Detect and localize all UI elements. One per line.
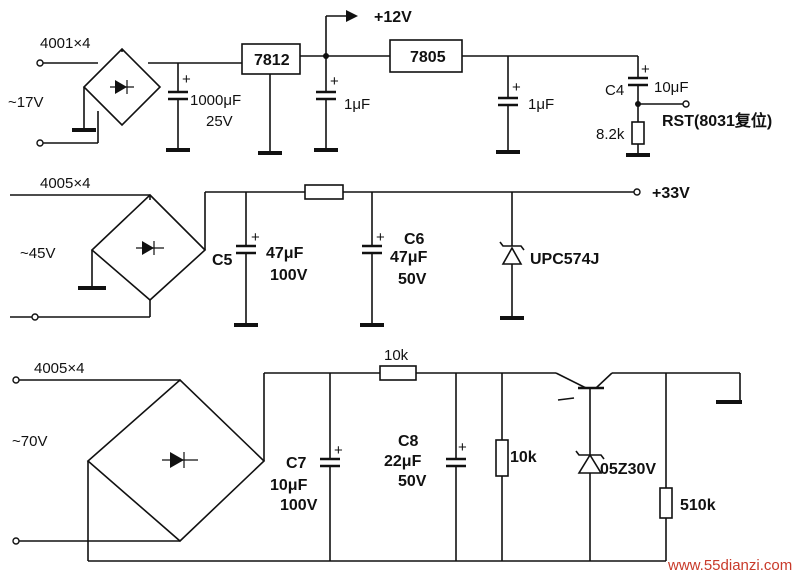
svg-text:+: +: [182, 71, 191, 88]
bridge-rectifier-1: [43, 47, 242, 144]
svg-text:+: +: [512, 79, 521, 96]
shunt-resistor-10k: 10k: [495, 373, 537, 561]
pass-transistor: [555, 372, 742, 455]
cap-1000uf-value: 1000μF: [190, 92, 241, 109]
input-2-label: ~45V: [20, 245, 55, 262]
capacitor-c7: + C7 10μF 100V: [270, 373, 343, 561]
regulator-7812-label: 7812: [254, 52, 290, 69]
svg-text:+: +: [251, 229, 260, 246]
base-resistor-510k-label: 510k: [680, 497, 716, 514]
c8-name: C8: [398, 433, 419, 450]
zener-05z30v: 05Z30V: [575, 450, 656, 561]
input-1-terminal-a: [36, 59, 44, 67]
supply-3: 4005×4 ~70V 10k + C7 10μF 100V: [12, 347, 742, 562]
shunt-resistor-10k-label: 10k: [510, 449, 537, 466]
regulator-7805-label: 7805: [410, 49, 446, 66]
input-1-terminal-b: [36, 139, 44, 147]
regulator-7812: 7812: [241, 43, 301, 155]
zener-upc574j-label: UPC574J: [530, 251, 599, 268]
capacitor-c5: + C5 47μF 100V: [212, 192, 308, 327]
bridge-3-label: 4005×4: [34, 360, 84, 377]
series-resistor-2: [304, 184, 344, 200]
capacitor-c6: + C6 47μF 50V: [360, 192, 428, 327]
base-resistor-510k: 510k: [659, 373, 716, 561]
output-33v-label: +33V: [652, 185, 690, 202]
output-33v-terminal: [633, 188, 641, 196]
bridge-2-label: 4005×4: [40, 175, 90, 192]
bridge-rectifier-2: [78, 192, 207, 317]
cap-1uf-out-value: 1μF: [528, 96, 554, 113]
input-3-label: ~70V: [12, 433, 47, 450]
svg-text:+: +: [334, 442, 343, 459]
diode-icon: [142, 241, 154, 255]
resistor-8k2: [631, 121, 645, 145]
c4-value: 10μF: [654, 79, 689, 96]
input-1-label: ~17V: [8, 94, 43, 111]
input-3-terminal-b: [12, 537, 20, 545]
svg-text:+: +: [330, 73, 339, 90]
cap-1000uf-voltage: 25V: [206, 113, 233, 130]
cap-1uf-mid-value: 1μF: [344, 96, 370, 113]
zener-diode-icon: [501, 246, 523, 265]
reset-output-terminal: [682, 100, 690, 108]
c4-name: C4: [605, 82, 624, 99]
filter-capacitor-1: + 1000μF 25V: [166, 63, 241, 152]
c7-value: 10μF: [270, 477, 308, 494]
c7-voltage: 100V: [280, 497, 318, 514]
bridge-rectifier-3: [86, 373, 266, 561]
c6-voltage: 50V: [398, 271, 427, 288]
bridge-1-label: 4001×4: [40, 35, 90, 52]
series-resistor-10k-label: 10k: [384, 347, 409, 364]
supply-2: 4005×4 ~45V +33V + C5: [10, 175, 690, 327]
c8-value: 22μF: [384, 453, 422, 470]
c5-name: C5: [212, 252, 233, 269]
c6-value: 47μF: [390, 249, 428, 266]
arrow-right-icon: [346, 10, 358, 22]
reset-output-label: RST(8031复位): [662, 111, 772, 130]
svg-text:+: +: [641, 61, 650, 78]
series-resistor-10k: [379, 365, 417, 381]
capacitor-c8: + C8 22μF 50V: [384, 373, 467, 561]
input-3-terminal-a: [12, 376, 20, 384]
svg-text:+: +: [458, 439, 467, 456]
diode-icon: [115, 80, 127, 94]
regulator-7805: 7805: [389, 39, 463, 73]
supply-1: 4001×4 ~17V + 1000μF 25V: [8, 9, 772, 157]
c7-name: C7: [286, 455, 307, 472]
c8-voltage: 50V: [398, 473, 427, 490]
output-12v-label: +12V: [374, 9, 412, 26]
capacitor-1uf-out: + 1μF: [496, 56, 554, 154]
c6-name: C6: [404, 231, 425, 248]
reset-circuit: + C4 10μF RST(8031复位) 8.2k: [596, 56, 772, 157]
zener-05z30v-label: 05Z30V: [600, 461, 656, 478]
diode-icon: [170, 452, 184, 468]
capacitor-1uf-mid: + 1μF: [314, 56, 370, 152]
input-2-terminal: [31, 313, 39, 321]
zener-upc574j: UPC574J: [499, 192, 599, 320]
svg-text:+: +: [376, 229, 385, 246]
c5-value: 47μF: [266, 245, 304, 262]
zener-diode-icon: [577, 453, 603, 474]
resistor-8k2-label: 8.2k: [596, 126, 625, 143]
c5-voltage: 100V: [270, 267, 308, 284]
watermark: www.55dianzi.com: [667, 557, 792, 574]
